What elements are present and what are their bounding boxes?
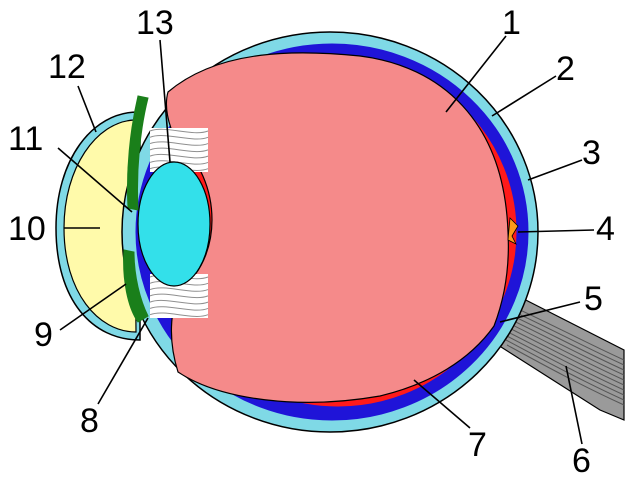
- zonule-fiber: [149, 306, 209, 311]
- leader-1: [445, 35, 507, 113]
- zonule-fiber: [149, 128, 209, 134]
- number-labels: 1 2 3 4 5 6 7 8 9 10 11 12 13: [8, 4, 615, 479]
- label-3: 3: [582, 134, 601, 172]
- label-4: 4: [596, 210, 615, 248]
- leader-13: [159, 39, 171, 163]
- label-5: 5: [584, 280, 603, 318]
- zonule-fiber: [149, 299, 209, 305]
- nerve-fiber: [503, 329, 625, 391]
- vitreous-body: [165, 52, 509, 403]
- label-7: 7: [468, 426, 487, 464]
- label-13: 13: [136, 4, 174, 42]
- nerve-fiber: [505, 339, 625, 401]
- fovea-marker: [507, 217, 519, 245]
- leader-8: [97, 317, 149, 405]
- leader-11: [57, 147, 133, 213]
- nerve-fiber: [506, 344, 625, 406]
- zonule-fiber: [149, 141, 209, 146]
- zonule-fiber: [149, 147, 209, 153]
- label-8: 8: [80, 402, 99, 440]
- label-12: 12: [48, 48, 86, 86]
- nerve-fiber: [501, 319, 625, 381]
- leader-6: [565, 365, 583, 445]
- nerve-fiber: [502, 324, 625, 386]
- label-1: 1: [502, 4, 521, 42]
- leader-7: [413, 379, 471, 429]
- leader-lines: [57, 35, 595, 445]
- zonule-fiber: [149, 153, 209, 159]
- leader-3: [527, 159, 583, 181]
- label-9: 9: [34, 316, 53, 354]
- iris-lower: [123, 249, 149, 323]
- zonule-fiber: [149, 312, 209, 317]
- nerve-fiber: [504, 334, 625, 396]
- label-2: 2: [556, 50, 575, 88]
- label-6: 6: [572, 442, 591, 479]
- label-11: 11: [8, 120, 43, 158]
- zonule-fiber: [149, 293, 209, 299]
- iris-upper: [126, 95, 149, 211]
- leader-12: [77, 85, 97, 133]
- leader-5: [499, 301, 581, 323]
- zonule-fiber: [149, 287, 209, 292]
- leader-2: [491, 75, 557, 117]
- leader-4: [517, 229, 595, 233]
- zonule-fiber: [149, 135, 209, 140]
- label-10: 10: [8, 210, 46, 248]
- leader-9: [59, 283, 127, 331]
- lens: [137, 161, 211, 287]
